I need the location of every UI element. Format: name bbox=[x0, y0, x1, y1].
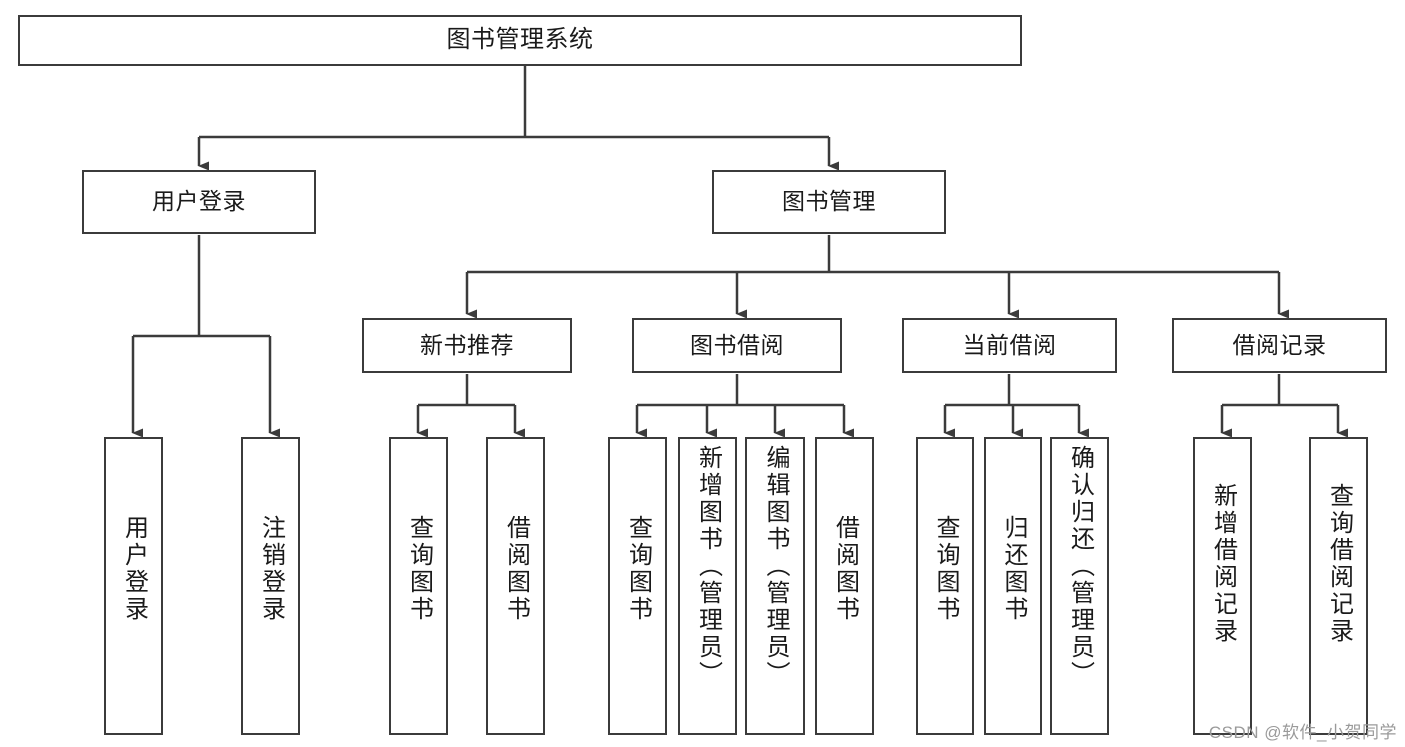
node-label: 借阅图书 bbox=[502, 515, 530, 623]
node-label: 注销登录 bbox=[257, 515, 285, 623]
leaf-book-borrow-edit-book-admin[interactable]: 编辑图书（管理员） bbox=[745, 437, 805, 735]
node-label: 编辑图书（管理员） bbox=[762, 445, 789, 688]
node-label: 确认归还（管理员） bbox=[1066, 445, 1094, 688]
node-label: 查询图书 bbox=[932, 515, 959, 623]
node-label: 当前借阅 bbox=[962, 331, 1057, 358]
node-book-management[interactable]: 图书管理 bbox=[712, 170, 946, 234]
node-label: 用户登录 bbox=[120, 515, 148, 623]
node-borrow-record[interactable]: 借阅记录 bbox=[1172, 318, 1387, 373]
node-current-borrow[interactable]: 当前借阅 bbox=[902, 318, 1117, 373]
node-label: 查询图书 bbox=[624, 515, 652, 623]
leaf-borrow-record-query-record[interactable]: 查询借阅记录 bbox=[1309, 437, 1368, 735]
leaf-book-borrow-query-book[interactable]: 查询图书 bbox=[608, 437, 667, 735]
leaf-current-borrow-query-book[interactable]: 查询图书 bbox=[916, 437, 974, 735]
leaf-new-book-borrow-book[interactable]: 借阅图书 bbox=[486, 437, 545, 735]
node-label: 新增图书（管理员） bbox=[694, 445, 722, 688]
watermark: CSDN @软件_小贺同学 bbox=[1208, 723, 1397, 742]
node-root-system[interactable]: 图书管理系统 bbox=[18, 15, 1022, 66]
leaf-current-borrow-return-book[interactable]: 归还图书 bbox=[984, 437, 1042, 735]
node-label: 归还图书 bbox=[1000, 515, 1027, 623]
node-book-borrow[interactable]: 图书借阅 bbox=[632, 318, 842, 373]
node-label: 图书管理系统 bbox=[446, 26, 594, 54]
leaf-borrow-record-add-record[interactable]: 新增借阅记录 bbox=[1193, 437, 1252, 735]
node-label: 图书借阅 bbox=[690, 331, 784, 358]
leaf-user-login-login[interactable]: 用户登录 bbox=[104, 437, 163, 735]
node-label: 图书管理 bbox=[782, 188, 876, 215]
leaf-current-borrow-confirm-return-admin[interactable]: 确认归还（管理员） bbox=[1050, 437, 1109, 735]
leaf-book-borrow-add-book-admin[interactable]: 新增图书（管理员） bbox=[678, 437, 737, 735]
leaf-book-borrow-borrow-book[interactable]: 借阅图书 bbox=[815, 437, 874, 735]
node-new-book-recommend[interactable]: 新书推荐 bbox=[362, 318, 572, 373]
leaf-new-book-query-book[interactable]: 查询图书 bbox=[389, 437, 448, 735]
leaf-user-login-logout[interactable]: 注销登录 bbox=[241, 437, 300, 735]
node-label: 查询借阅记录 bbox=[1325, 483, 1353, 645]
node-label: 用户登录 bbox=[152, 188, 246, 215]
node-user-login[interactable]: 用户登录 bbox=[82, 170, 316, 234]
node-label: 借阅记录 bbox=[1232, 331, 1327, 358]
node-label: 查询图书 bbox=[405, 515, 433, 623]
node-label: 新增借阅记录 bbox=[1209, 483, 1237, 645]
node-label: 借阅图书 bbox=[831, 515, 859, 623]
node-label: 新书推荐 bbox=[420, 331, 514, 358]
